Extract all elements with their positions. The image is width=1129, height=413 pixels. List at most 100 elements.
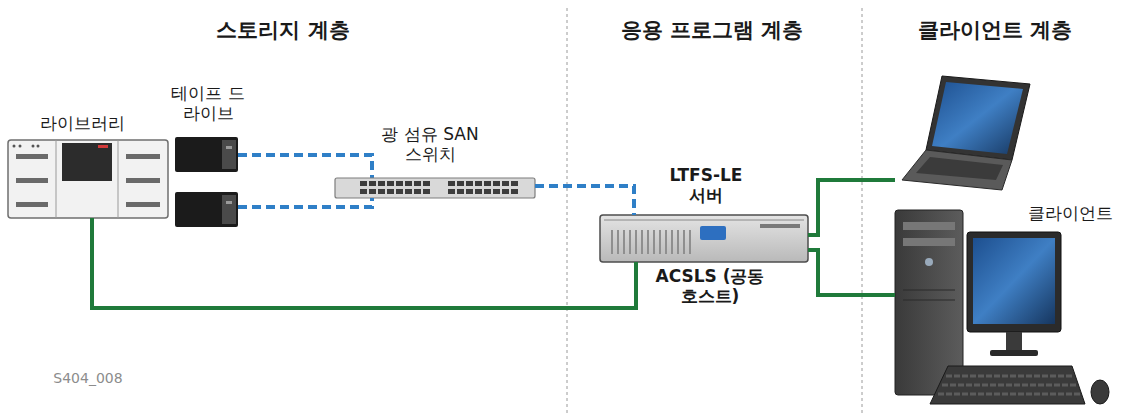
desktop-computer <box>946 375 1074 378</box>
tape-drive <box>222 140 236 169</box>
san-switch <box>387 181 394 186</box>
server-chassis <box>665 230 667 254</box>
san-switch <box>414 181 421 186</box>
san-switch <box>405 181 412 186</box>
tape-drive <box>226 201 232 204</box>
desktop-computer <box>903 238 955 246</box>
server-chassis <box>760 224 800 228</box>
san-switch <box>466 181 473 186</box>
san-switch <box>511 181 518 186</box>
fibre-link <box>238 198 372 207</box>
tier-divider <box>862 8 863 413</box>
library-cabinet <box>126 202 160 207</box>
library-cabinet <box>16 178 48 183</box>
san-switch <box>448 181 455 186</box>
library-cabinet <box>126 154 160 159</box>
server-chassis <box>700 226 726 240</box>
san-switch <box>457 189 464 194</box>
desktop-computer <box>942 384 1078 387</box>
san-switch <box>378 181 385 186</box>
library-cabinet <box>118 140 119 218</box>
san-switch <box>502 181 509 186</box>
laptop <box>932 82 1023 154</box>
tape-library: 라이브러리 <box>8 140 168 218</box>
library-cabinet <box>98 145 108 148</box>
san-switch <box>457 181 464 186</box>
san-switch <box>475 189 482 194</box>
desktop-computer <box>973 238 1055 324</box>
client-group: 클라이언트 <box>895 70 1125 410</box>
san-switch <box>335 178 535 198</box>
server-chassis <box>677 230 679 254</box>
server-chassis <box>641 230 643 254</box>
fibre-link <box>535 186 634 215</box>
node-label: 테이프 드라이브 <box>169 84 247 123</box>
san-switch <box>414 189 421 194</box>
server-chassis <box>604 220 804 221</box>
san-switch <box>484 181 491 186</box>
desktop-computer <box>903 290 955 291</box>
san-switch <box>396 181 403 186</box>
server-chassis <box>612 230 690 254</box>
san-switch <box>387 189 394 194</box>
tier-heading: 응용 프로그램 계층 <box>621 16 804 44</box>
server-chassis <box>689 230 691 254</box>
node-label: 클라이언트 <box>1028 204 1113 224</box>
server-chassis <box>629 230 631 254</box>
server-chassis <box>653 230 655 254</box>
desktop-computer <box>938 376 1082 394</box>
tape-drive <box>175 137 238 172</box>
desktop-computer <box>1006 332 1022 350</box>
laptop <box>916 157 1003 180</box>
library-cabinet <box>56 140 57 218</box>
ethernet-link <box>92 218 636 308</box>
library-cabinet <box>13 145 16 148</box>
server-chassis <box>647 230 649 254</box>
node-label: ACSLS (공동 호스트) <box>648 267 772 306</box>
library-cabinet <box>32 145 35 148</box>
desktop-computer <box>930 366 1085 404</box>
san-switch <box>493 189 500 194</box>
san-switch <box>369 181 376 186</box>
node-label: 광 섬유 SAN 스위치 <box>378 125 482 164</box>
server-chassis <box>617 230 619 254</box>
server-chassis <box>683 230 685 254</box>
san-switch <box>396 189 403 194</box>
san-switch <box>360 181 367 186</box>
server-chassis <box>623 230 625 254</box>
fibre-link <box>238 155 372 178</box>
desktop-computer <box>1091 380 1109 404</box>
desktop-computer <box>938 393 1082 396</box>
server-chassis <box>635 230 637 254</box>
node-label: 라이브러리 <box>40 114 125 134</box>
server: LTFS-LE 서버ACSLS (공동 호스트) <box>600 215 808 262</box>
library-cabinet <box>16 202 48 207</box>
san-switch <box>378 189 385 194</box>
tier-heading: 클라이언트 계층 <box>918 16 1072 44</box>
tape-drive <box>175 192 238 227</box>
tape-drive <box>222 195 236 224</box>
san-switch <box>448 189 455 194</box>
library-cabinet <box>19 145 22 148</box>
san-switch <box>423 181 430 186</box>
san-switch <box>511 189 518 194</box>
laptop <box>902 150 1012 190</box>
fibre-link <box>238 155 372 178</box>
ethernet-link <box>808 180 895 235</box>
san-switch <box>369 189 376 194</box>
san-switch <box>405 189 412 194</box>
san-switch: 광 섬유 SAN 스위치 <box>335 178 535 198</box>
san-switch <box>335 178 535 198</box>
tier-heading: 스토리지 계층 <box>216 16 349 44</box>
desktop-computer <box>990 350 1038 356</box>
server-chassis <box>671 230 673 254</box>
library-cabinet <box>8 140 168 218</box>
figure-id: S404_008 <box>53 370 122 386</box>
library-cabinet <box>8 140 168 218</box>
library-cabinet <box>62 143 112 181</box>
san-switch <box>475 181 482 186</box>
tier-divider <box>567 8 568 413</box>
desktop-computer <box>967 232 1061 332</box>
san-switch <box>502 189 509 194</box>
